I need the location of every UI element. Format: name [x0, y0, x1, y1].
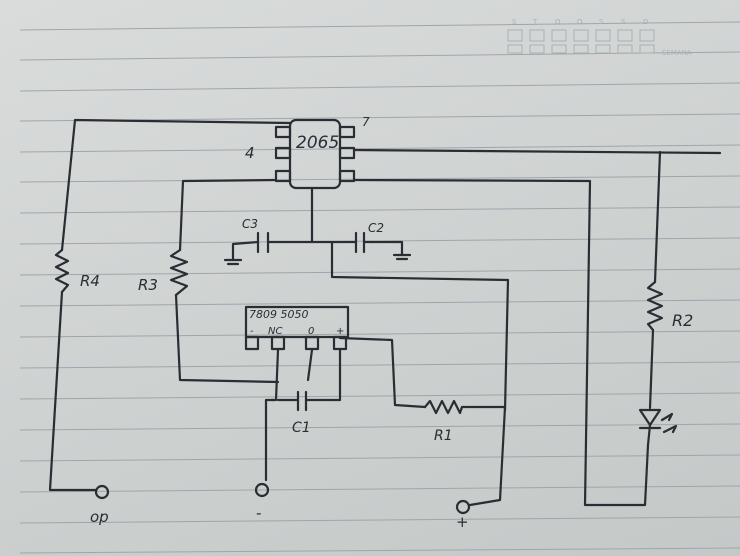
label-r4: R4 [80, 272, 100, 290]
capacitor-c3 [256, 231, 270, 254]
label-c3: C3 [242, 217, 258, 231]
ic-bottom-pin-minus: - [250, 326, 254, 337]
ic-bottom-pin-plus: + [336, 326, 344, 337]
ic-bottom-label: 7809 5050 [249, 308, 309, 321]
resistor-r2 [646, 280, 664, 332]
weekday-stamp: S T Q Q S S D SEMANA [507, 18, 692, 57]
week-label: SEMANA [662, 49, 692, 57]
resistor-r1 [423, 399, 464, 415]
day-label: S [621, 18, 626, 26]
terminal-op-label: op [90, 508, 109, 526]
day-label: S [599, 18, 604, 26]
resistor-r4 [54, 248, 70, 294]
label-r1: R1 [434, 428, 453, 444]
led [638, 408, 678, 447]
day-label: T [532, 18, 538, 26]
capacitor-c2 [354, 231, 374, 254]
terminal-plus-label: + [456, 513, 469, 531]
terminal-op: op [90, 484, 110, 526]
label-c1: C1 [292, 420, 311, 436]
circuit-wires [48, 118, 722, 507]
terminal-minus-label: - [256, 504, 261, 522]
label-r3: R3 [138, 276, 158, 294]
ruled-lines [19, 21, 740, 554]
ic-top-label: 2065 [296, 133, 339, 153]
terminal-minus: - [254, 482, 270, 522]
day-label: D [643, 18, 648, 26]
label-r2: R2 [672, 311, 693, 330]
top-ic: 2065 4 7 [245, 115, 370, 190]
terminal-plus: + [455, 499, 471, 531]
ic-top-pin-left: 4 [245, 144, 255, 162]
ic-top-pin-right: 7 [362, 115, 370, 129]
day-label: Q [577, 18, 583, 26]
day-label: S [512, 18, 517, 26]
resistor-r3 [169, 248, 189, 297]
bottom-ic: 7809 5050 - NC 0 + [244, 305, 350, 351]
ic-bottom-pin-nc: NC [268, 326, 282, 337]
day-label: Q [555, 18, 561, 26]
label-c2: C2 [368, 221, 384, 235]
ic-bottom-pin-out: 0 [308, 326, 314, 337]
